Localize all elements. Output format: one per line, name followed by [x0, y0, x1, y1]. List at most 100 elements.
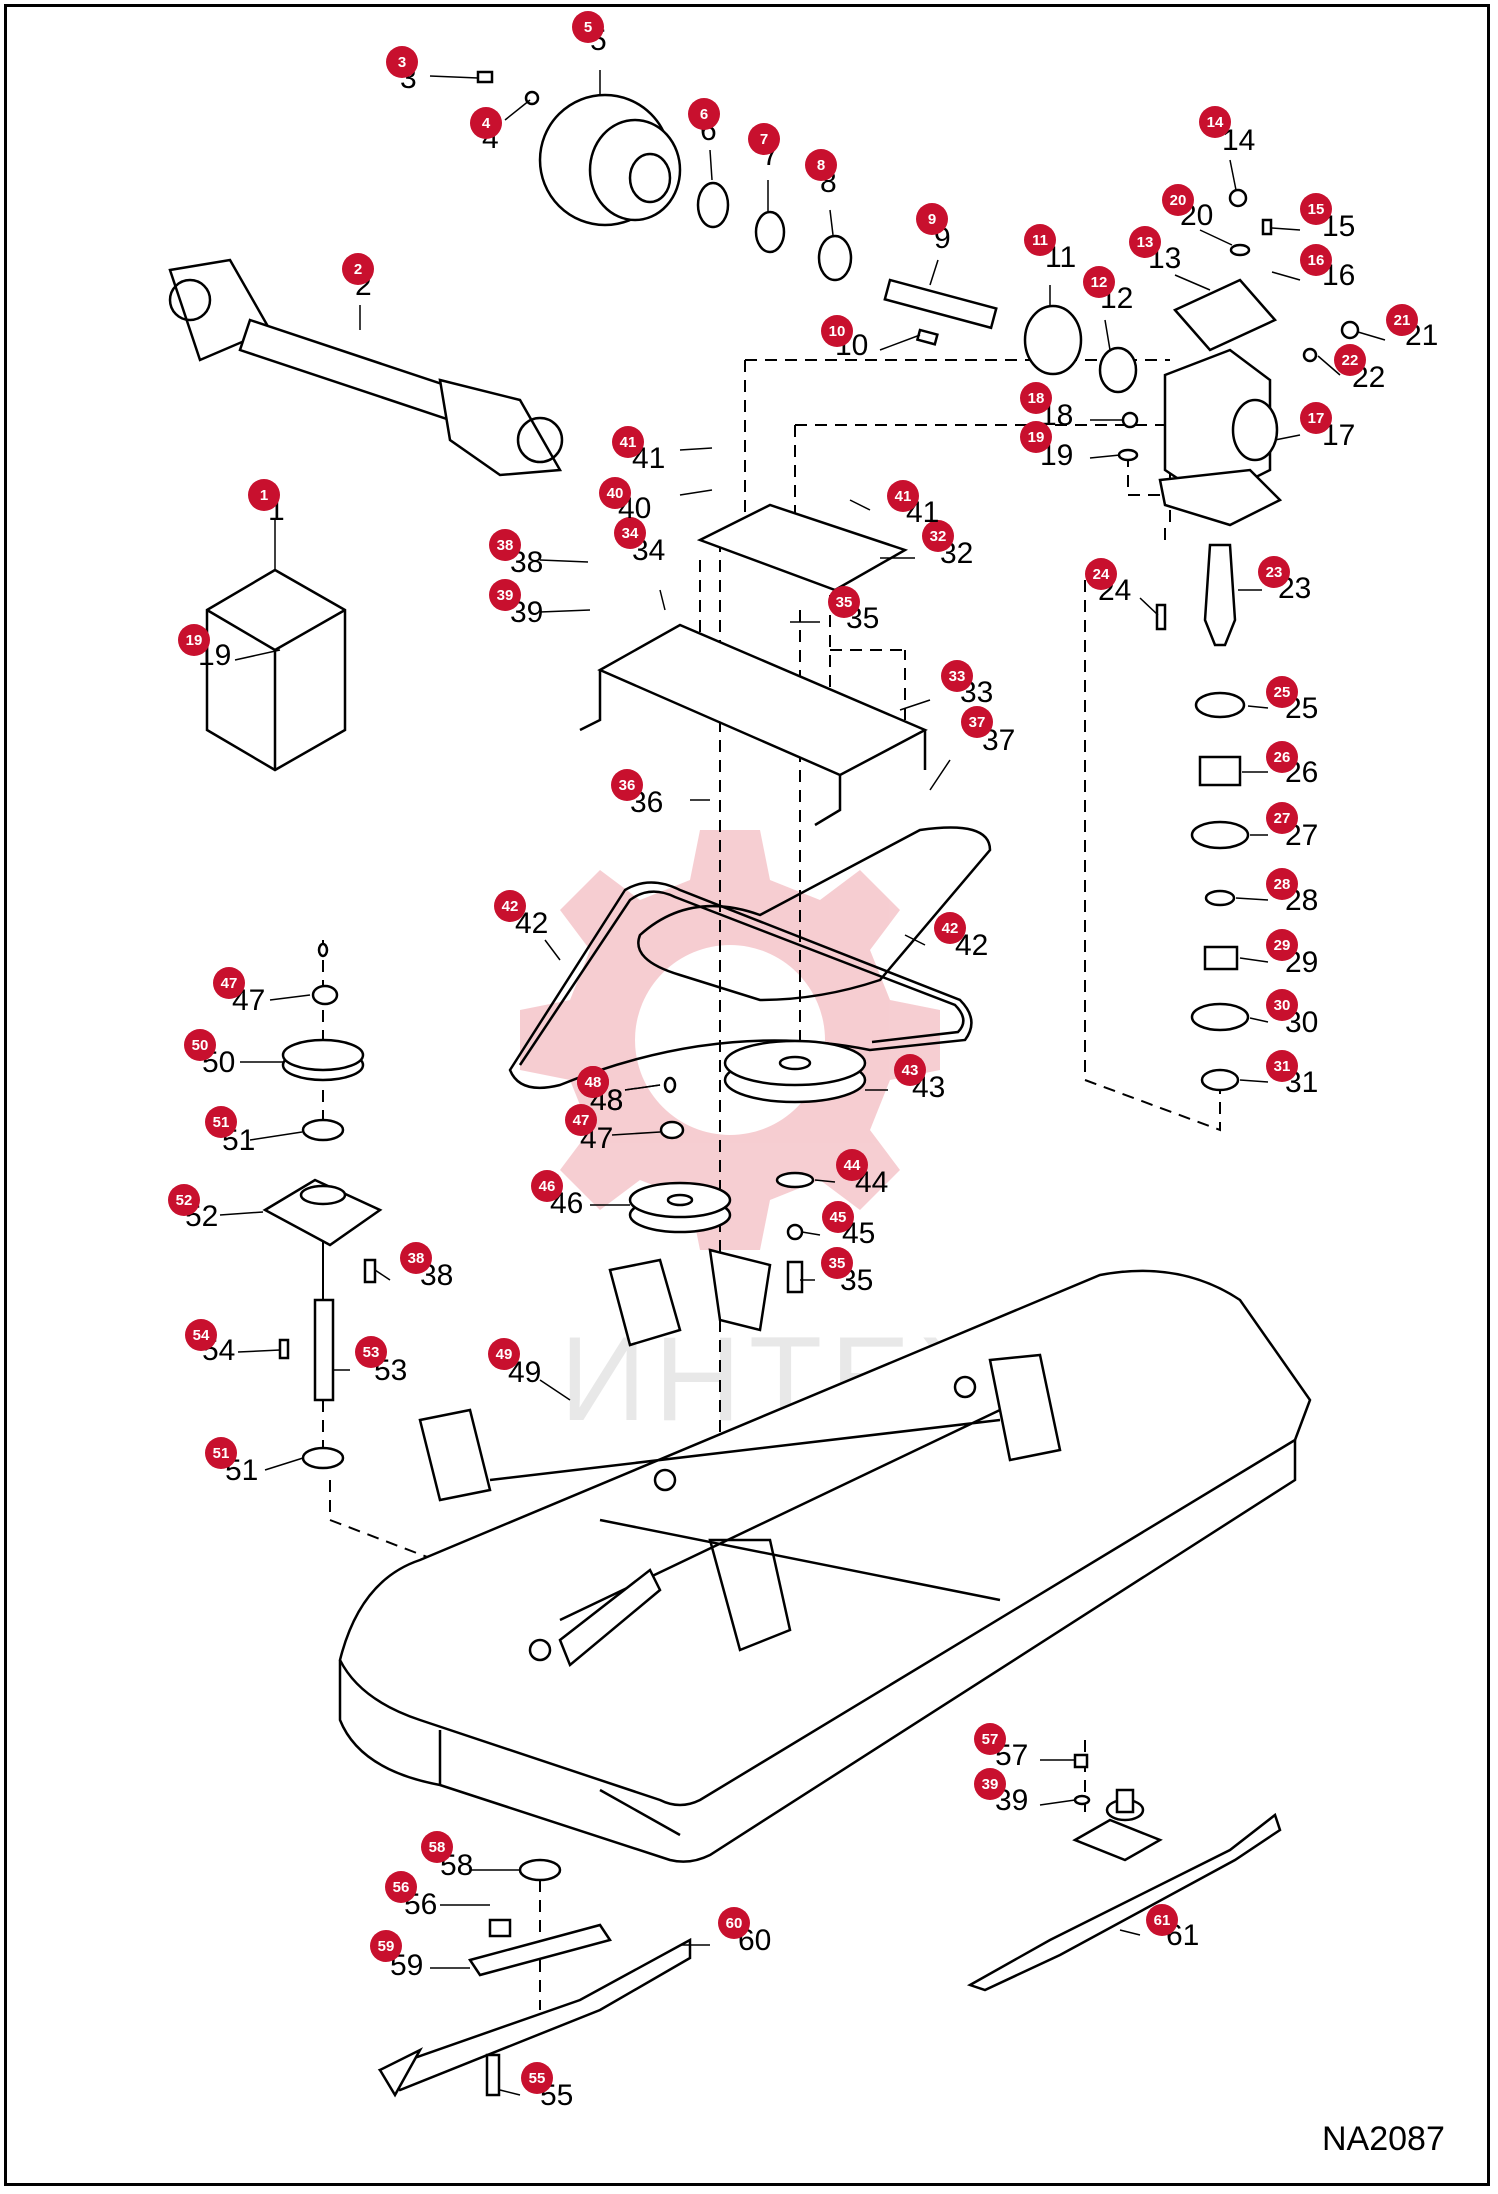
leader-line — [929, 259, 939, 286]
leader-line — [624, 1084, 661, 1091]
callout-badge — [941, 660, 973, 692]
part-49-deck — [338, 1248, 1312, 1863]
callout-badge — [1300, 244, 1332, 276]
callout-badge — [1258, 556, 1290, 588]
leader-line — [1139, 597, 1159, 616]
callout-badge — [821, 315, 853, 347]
callout-badge-number: 21 — [1394, 312, 1411, 329]
callout-badge-number: 23 — [1266, 564, 1283, 581]
callout-badge — [688, 98, 720, 130]
callout-badge-number: 60 — [726, 1915, 743, 1932]
callout-8: 88 — [805, 149, 837, 236]
leader-line — [544, 939, 561, 961]
leader-line — [904, 934, 926, 946]
callout-badge — [489, 579, 521, 611]
callout-badge-number: 4 — [482, 115, 491, 132]
callout-badge — [531, 1170, 563, 1202]
callout-badge-number: 56 — [393, 1879, 410, 1896]
callout-badge — [205, 1106, 237, 1138]
callout-badge-number: 6 — [700, 106, 708, 123]
leader-line — [237, 1349, 281, 1353]
callout-badge-number: 57 — [982, 1731, 999, 1748]
callout-badge-number: 52 — [176, 1192, 193, 1209]
callout-badge-number: 46 — [539, 1178, 556, 1195]
callout-badge-number: 8 — [817, 157, 825, 174]
leader-line — [1317, 355, 1341, 376]
callout-badge-number: 61 — [1154, 1912, 1171, 1929]
callout-badge — [1266, 989, 1298, 1021]
leader-line — [1039, 1799, 1076, 1806]
leader-line — [539, 1379, 571, 1401]
callout-4: 44 — [470, 99, 531, 155]
leader-line — [879, 334, 921, 351]
assembly-lines — [322, 359, 1221, 2010]
leader-line — [499, 2089, 521, 2096]
callout-badge — [916, 203, 948, 235]
callout-badge-number: 19 — [1028, 429, 1045, 446]
callout-badge-number: 2 — [354, 261, 362, 278]
callout-badge — [213, 967, 245, 999]
callout-badge-number: 53 — [363, 1344, 380, 1361]
callout-badge — [1083, 266, 1115, 298]
callout-badge-number: 16 — [1308, 252, 1325, 269]
leader-line — [1239, 957, 1269, 963]
leader-line — [1174, 274, 1211, 291]
leader-line — [1239, 1079, 1269, 1083]
callout-badge — [1266, 868, 1298, 900]
callout-badge — [1386, 304, 1418, 336]
callout-badge — [385, 1871, 417, 1903]
callout-badge-number: 17 — [1308, 410, 1325, 427]
callout-badge-number: 13 — [1137, 234, 1154, 251]
callout-badge — [748, 123, 780, 155]
callout-badge — [922, 520, 954, 552]
callout-badge — [1020, 382, 1052, 414]
leader-line — [899, 699, 931, 711]
callout-badge — [821, 1247, 853, 1279]
callout-badge-number: 58 — [429, 1839, 446, 1856]
callout-badge-number: 36 — [619, 777, 636, 794]
callout-badge-number: 19 — [186, 632, 203, 649]
small-fasteners-top — [476, 70, 1360, 462]
callout-badge — [614, 517, 646, 549]
callouts: 1122334455667788991010111112121313141415… — [168, 11, 1438, 2112]
callout-badge-number: 7 — [760, 131, 768, 148]
callout-badge — [185, 1319, 217, 1351]
callout-badge — [1266, 741, 1298, 773]
callout-badge-number: 28 — [1274, 876, 1291, 893]
leader-line — [249, 1131, 303, 1141]
callout-badge — [611, 769, 643, 801]
callout-badge — [1266, 676, 1298, 708]
leader-line — [929, 759, 951, 791]
part-17-gearbox — [1158, 278, 1283, 527]
callout-badge — [1334, 344, 1366, 376]
callout-badge — [355, 1336, 387, 1368]
callout-badge-number: 47 — [573, 1112, 590, 1129]
callout-7: 77 — [748, 123, 780, 212]
drawing-code: NA2087 — [1322, 2120, 1445, 2158]
callout-badge-number: 51 — [213, 1445, 230, 1462]
callout-badge-number: 40 — [607, 485, 624, 502]
callout-badge — [205, 1437, 237, 1469]
leader-line — [539, 559, 589, 563]
callout-badge-number: 11 — [1032, 232, 1048, 249]
part-2-driveshaft — [168, 258, 564, 477]
